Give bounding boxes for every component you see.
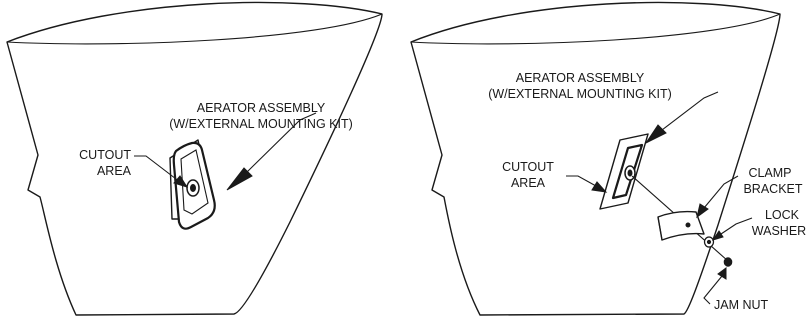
- left-aerator-inner-frame: [180, 149, 209, 215]
- right-assembly-label-line2: (W/EXTERNAL MOUNTING KIT): [488, 87, 672, 101]
- left-assembly-arrowhead: [226, 167, 253, 191]
- left-cutout-label-line1: CUTOUT: [79, 148, 131, 162]
- right-aerator-fitting-core: [627, 169, 633, 177]
- left-hull-top-edge: [6, 13, 383, 45]
- left-assembly-leader: [245, 112, 317, 174]
- right-hull-body: [410, 1, 781, 316]
- right-lock-label-line2: WASHER: [752, 224, 806, 238]
- right-cutout-label-line1: CUTOUT: [502, 160, 554, 174]
- left-aerator-fitting-core: [190, 184, 196, 192]
- right-panel: AERATOR ASSEMBLY (W/EXTERNAL MOUNTING KI…: [410, 1, 806, 316]
- left-assembly-label-line2: (W/EXTERNAL MOUNTING KIT): [169, 117, 353, 131]
- right-jam-nut-leader: [703, 275, 723, 305]
- right-cutout-arrowhead: [591, 181, 608, 193]
- right-jam-nut-arrowhead: [717, 267, 727, 280]
- right-jam-nut: [723, 257, 733, 267]
- right-clamp-leader: [703, 175, 739, 209]
- right-clamp-label-line1: CLAMP: [748, 166, 791, 180]
- right-clamp-label-line2: BRACKET: [743, 182, 802, 196]
- right-cutout-leader: [566, 175, 597, 187]
- right-lock-washer-arrowhead: [711, 230, 724, 241]
- right-lock-washer-leader: [717, 217, 753, 237]
- right-clamp-bracket-edge: [657, 216, 663, 241]
- right-assembly-arrowhead: [644, 124, 667, 145]
- right-lock-washer-hole: [706, 239, 712, 245]
- left-assembly-label-line1: AERATOR ASSEMBLY: [197, 101, 326, 115]
- left-panel: AERATOR ASSEMBLY (W/EXTERNAL MOUNTING KI…: [6, 1, 383, 316]
- left-cutout-arrowhead: [173, 175, 189, 188]
- left-cutout-leader: [134, 155, 181, 183]
- right-assembly-leader: [661, 91, 719, 131]
- right-cutout-label-line2: AREA: [511, 176, 546, 190]
- right-clamp-bracket: [657, 210, 705, 241]
- left-cutout-label-line2: AREA: [97, 164, 132, 178]
- right-clamp-arrowhead: [696, 203, 709, 219]
- right-lock-label-line1: LOCK: [765, 208, 800, 222]
- right-hull-top-edge: [410, 13, 781, 45]
- right-clamp-bolt-hole: [685, 222, 691, 228]
- right-assembly-label-line1: AERATOR ASSEMBLY: [516, 71, 645, 85]
- right-jam-nut-label: JAM NUT: [714, 298, 769, 312]
